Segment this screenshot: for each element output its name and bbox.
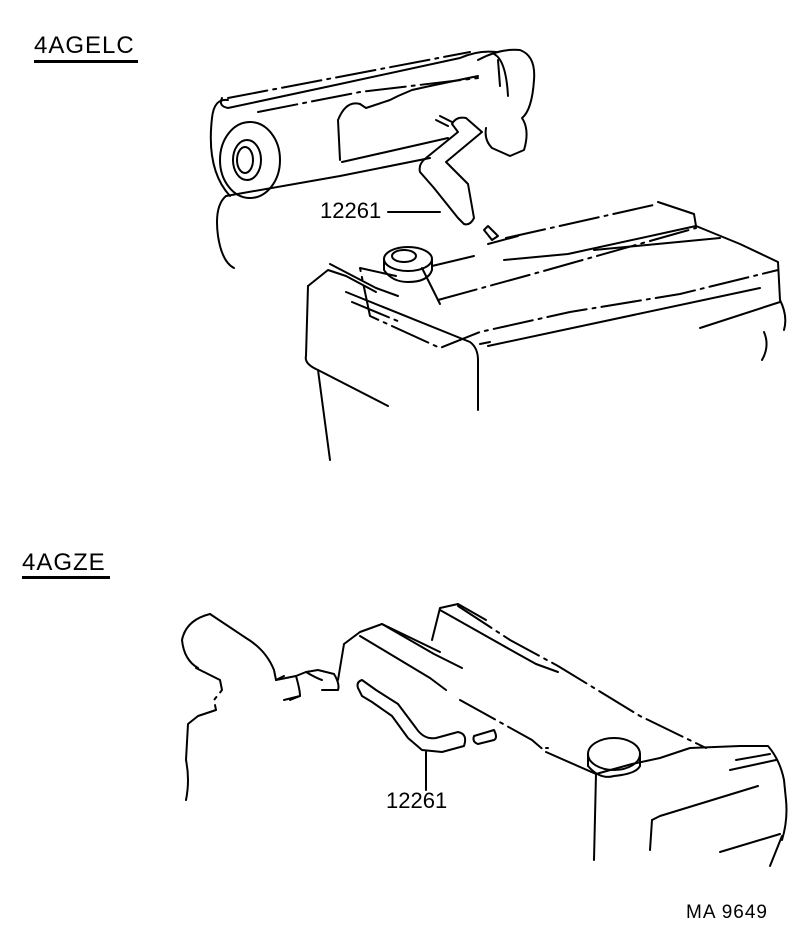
label-underline: [34, 60, 138, 63]
engine-block-icon: [304, 201, 787, 461]
part-number-callout: 12261: [386, 788, 448, 813]
part-number-callout: 12261: [320, 198, 382, 223]
engine-label-4agelc: 4AGELC: [34, 32, 135, 59]
engine-label-4agze: 4AGZE: [22, 549, 106, 576]
air-intake-icon: [181, 613, 340, 801]
air-intake-icon: [209, 48, 536, 269]
document-code: MA 9649: [686, 902, 768, 923]
ventilation-hose-icon: [387, 115, 499, 241]
label-underline: [22, 576, 110, 579]
engine-block-icon: [337, 603, 788, 867]
ventilation-hose-icon: [356, 679, 497, 791]
